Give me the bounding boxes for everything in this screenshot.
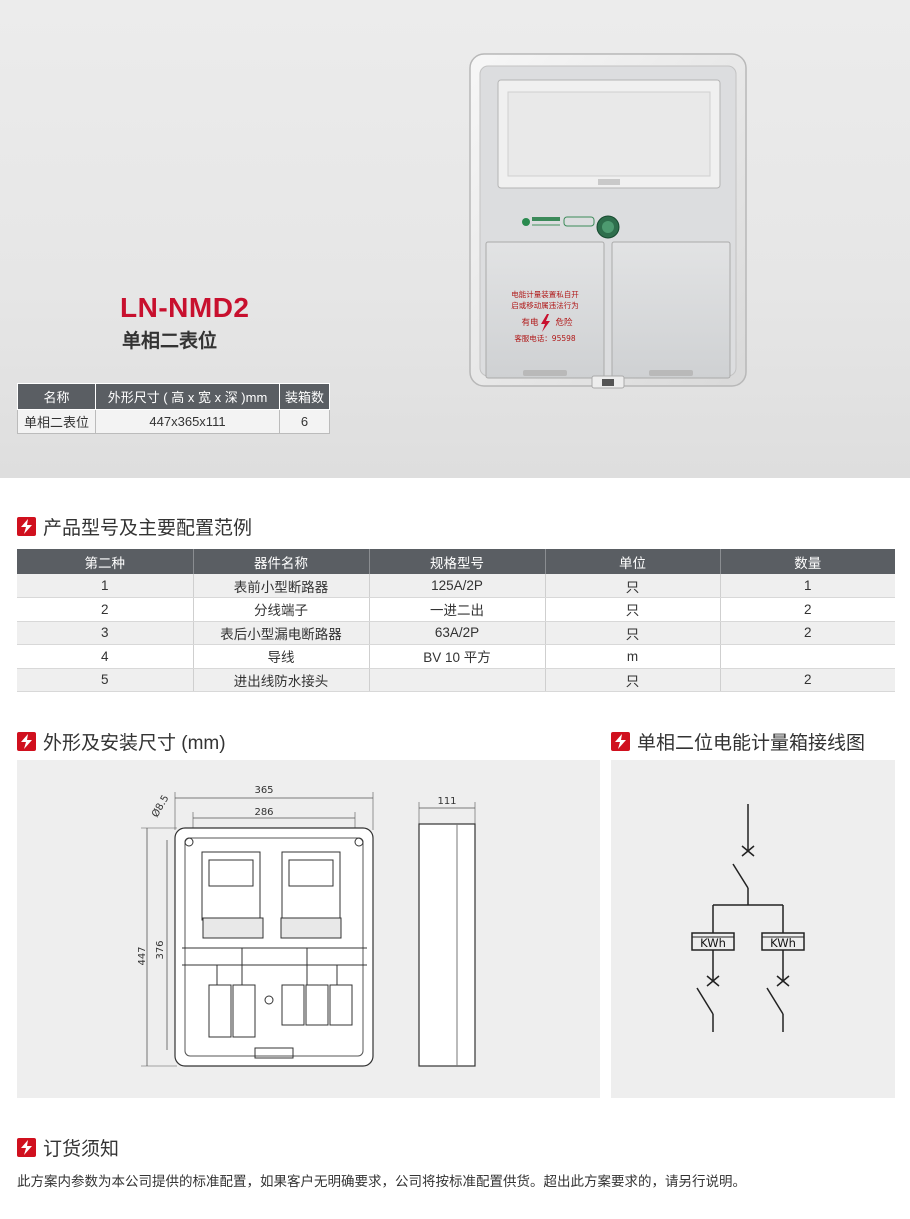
svg-text:启或移动属违法行为: 启或移动属违法行为: [511, 300, 579, 310]
svg-text:危险: 危险: [555, 317, 573, 328]
dimensions-panel: 365 286 Ø8.5 447 376: [17, 760, 600, 1098]
cell-unit: 只: [545, 574, 721, 598]
hero-banner: LN-NMD2 单相二表位 名称 外形尺寸 ( 高 x 宽 x 深 )mm 装箱…: [0, 0, 910, 478]
spec-row: 单相二表位 447x365x111 6: [17, 409, 330, 434]
table-row: 1 表前小型断路器 125A/2P 只 1: [17, 574, 895, 598]
order-note-text: 此方案内参数为本公司提供的标准配置，如果客户无明确要求，公司将按标准配置供货。超…: [17, 1174, 746, 1189]
table-row: 3 表后小型漏电断路器 63A/2P 只 2: [17, 621, 895, 645]
bolt-icon: [17, 517, 36, 536]
cell-qty: 1: [720, 574, 895, 598]
cell-no: 5: [17, 668, 194, 692]
cell-device: 进出线防水接头: [193, 668, 370, 692]
cell-spec: 125A/2P: [369, 574, 546, 598]
cell-unit: 只: [545, 597, 721, 622]
cell-spec: [369, 668, 546, 692]
dimensions-section-title: 外形及安装尺寸 (mm): [17, 728, 226, 755]
order-section-title: 订货须知: [17, 1134, 119, 1161]
spec-header-row: 名称 外形尺寸 ( 高 x 宽 x 深 )mm 装箱数: [17, 383, 330, 410]
depth-label: 111: [437, 796, 456, 807]
bolt-icon: [611, 732, 630, 751]
cell-device: 表前小型断路器: [193, 574, 370, 598]
cell-no: 4: [17, 644, 194, 669]
bolt-icon: [17, 1138, 36, 1157]
cell-device: 分线端子: [193, 597, 370, 622]
wiring-diagram: KWh KWh: [691, 804, 805, 1032]
bolt-icon: [17, 732, 36, 751]
meter-label-right: KWh: [770, 936, 796, 950]
cell-unit: m: [545, 644, 721, 669]
wiring-title-text: 单相二位电能计量箱接线图: [637, 733, 866, 754]
config-table: 第二种 器件名称 规格型号 单位 数量 1 表前小型断路器 125A/2P 只 …: [17, 549, 895, 692]
product-model: LN-NMD2: [120, 292, 250, 323]
order-title-text: 订货须知: [43, 1139, 120, 1160]
width-inner-label: 286: [254, 807, 273, 818]
svg-text:客服电话：95598: 客服电话：95598: [514, 333, 576, 343]
hole-label: Ø8.5: [149, 793, 171, 820]
width-outer-label: 365: [254, 785, 273, 796]
cell-qty: 2: [720, 621, 895, 645]
config-title-text: 产品型号及主要配置范例: [43, 518, 253, 539]
spec-cell-name: 单相二表位: [17, 409, 96, 434]
product-subtitle: 单相二表位: [122, 331, 218, 352]
spec-header-name: 名称: [17, 383, 96, 410]
cell-device: 导线: [193, 644, 370, 669]
spec-cell-qty: 6: [279, 409, 330, 434]
cell-no: 1: [17, 574, 194, 598]
cell-qty: 2: [720, 597, 895, 622]
spec-cell-size: 447x365x111: [95, 409, 280, 434]
config-header-col4: 单位: [545, 549, 721, 574]
cell-qty: 2: [720, 668, 895, 692]
spec-header-size: 外形尺寸 ( 高 x 宽 x 深 )mm: [95, 383, 280, 410]
config-header-col5: 数量: [720, 549, 895, 574]
dimensions-title-text: 外形及安装尺寸 (mm): [43, 733, 226, 754]
spec-table: 名称 外形尺寸 ( 高 x 宽 x 深 )mm 装箱数 单相二表位 447x36…: [17, 383, 330, 434]
config-header-col2: 器件名称: [193, 549, 370, 574]
meter-box-image: 电能计量装置私自开 启或移动属违法行为 有电 危险 客服电话：95598: [469, 53, 747, 389]
spec-header-qty: 装箱数: [279, 383, 330, 410]
dimension-drawing: 365 286 Ø8.5 447 376: [137, 785, 476, 1067]
svg-text:电能计量装置私自开: 电能计量装置私自开: [511, 289, 579, 299]
cell-qty: [720, 644, 895, 669]
config-header-col1: 第二种: [17, 549, 194, 574]
table-row: 5 进出线防水接头 只 2: [17, 668, 895, 692]
wiring-panel: KWh KWh: [611, 760, 895, 1098]
wiring-section-title: 单相二位电能计量箱接线图: [611, 728, 865, 755]
meter-label-left: KWh: [700, 936, 726, 950]
height-outer-label: 447: [137, 946, 148, 965]
config-header-col3: 规格型号: [369, 549, 546, 574]
cell-spec: 63A/2P: [369, 621, 546, 645]
cell-spec: 一进二出: [369, 597, 546, 622]
table-row: 4 导线 BV 10 平方 m: [17, 644, 895, 669]
height-inner-label: 376: [155, 940, 166, 959]
cell-spec: BV 10 平方: [369, 644, 546, 669]
cell-unit: 只: [545, 668, 721, 692]
table-row: 2 分线端子 一进二出 只 2: [17, 597, 895, 622]
config-section-title: 产品型号及主要配置范例: [17, 513, 252, 540]
cell-no: 3: [17, 621, 194, 645]
svg-text:有电: 有电: [521, 317, 539, 328]
cell-no: 2: [17, 597, 194, 622]
cell-unit: 只: [545, 621, 721, 645]
cell-device: 表后小型漏电断路器: [193, 621, 370, 645]
config-header-row: 第二种 器件名称 规格型号 单位 数量: [17, 549, 895, 574]
